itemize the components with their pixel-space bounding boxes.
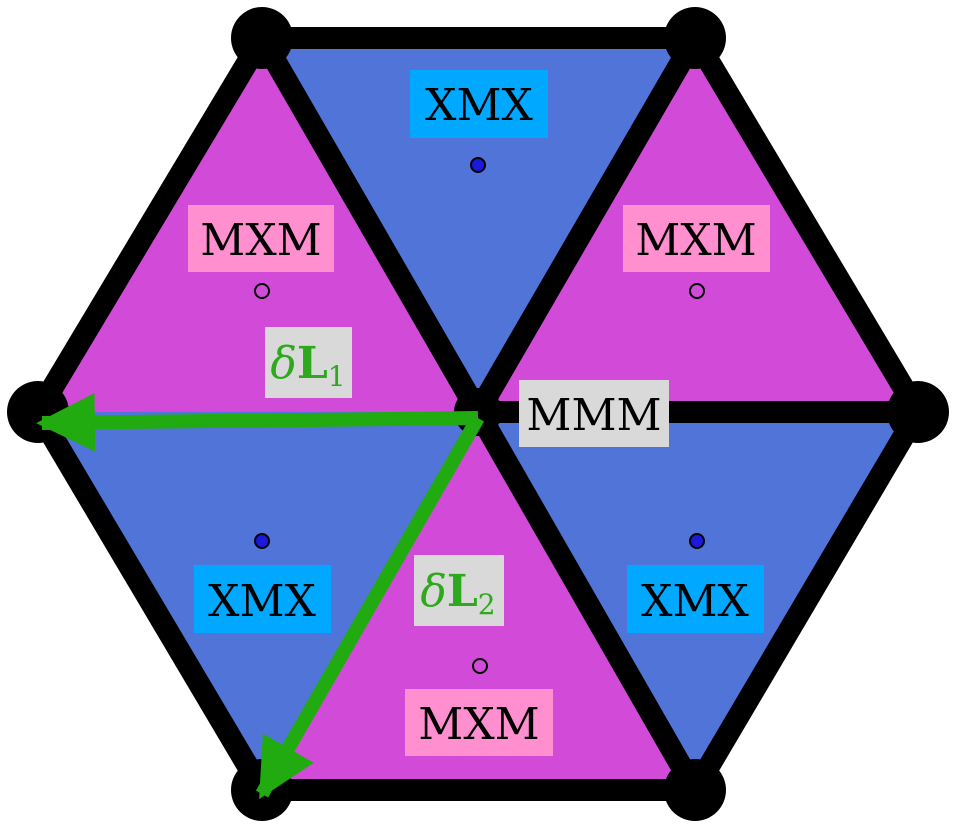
hexagon-edges [27, 27, 929, 801]
vertex-top-right [664, 7, 726, 69]
edge-upper-right [684, 27, 929, 423]
vertex-right [887, 381, 949, 443]
label-xmx-lower-left: XMX [208, 576, 316, 627]
label-mxm-upper-left: MXM [200, 215, 321, 266]
dot-lower-right-blue [689, 533, 705, 549]
label-bg-mxm-bottom [405, 689, 553, 756]
label-bg-dL1 [265, 327, 352, 398]
label-dL1: δL1 [270, 338, 345, 393]
label-bg-mxm-upper-right [623, 205, 770, 272]
label-mmm-center: MMM [526, 390, 661, 441]
label-bg-xmx-lower-left [194, 565, 331, 633]
vertex-top-left [231, 7, 293, 69]
spoke-upper-right [467, 27, 706, 423]
dot-bottom-magenta [472, 658, 488, 674]
label-dL2: δL2 [420, 566, 495, 621]
label-mxm-upper-right: MXM [635, 215, 756, 266]
dot-top-blue [470, 157, 486, 173]
label-xmx-lower-right: XMX [641, 576, 749, 627]
edge-lower-left [27, 401, 273, 801]
dot-upper-right-magenta [689, 283, 705, 299]
label-bg-xmx-lower-right [627, 565, 764, 633]
label-xmx-top: XMX [425, 80, 533, 131]
spoke-upper-left [251, 27, 489, 423]
vertex-left [7, 381, 69, 443]
edge-lower-right [684, 401, 929, 801]
edge-upper-left [27, 27, 273, 423]
vector-dL2-arrow [255, 414, 485, 800]
vector-dL1-arrow [36, 392, 479, 452]
label-bg-mxm-upper-left [188, 205, 334, 272]
label-bg-mmm-center [519, 380, 669, 447]
label-bg-xmx-top [410, 70, 548, 138]
dot-upper-left-magenta [254, 283, 270, 299]
spoke-lower-right [467, 401, 706, 801]
triangle-top-blue [262, 38, 695, 412]
dot-lower-left-blue [254, 533, 270, 549]
label-mxm-bottom: MXM [418, 699, 539, 750]
label-bg-dL2 [414, 555, 504, 626]
vertex-bottom-right [664, 759, 726, 821]
